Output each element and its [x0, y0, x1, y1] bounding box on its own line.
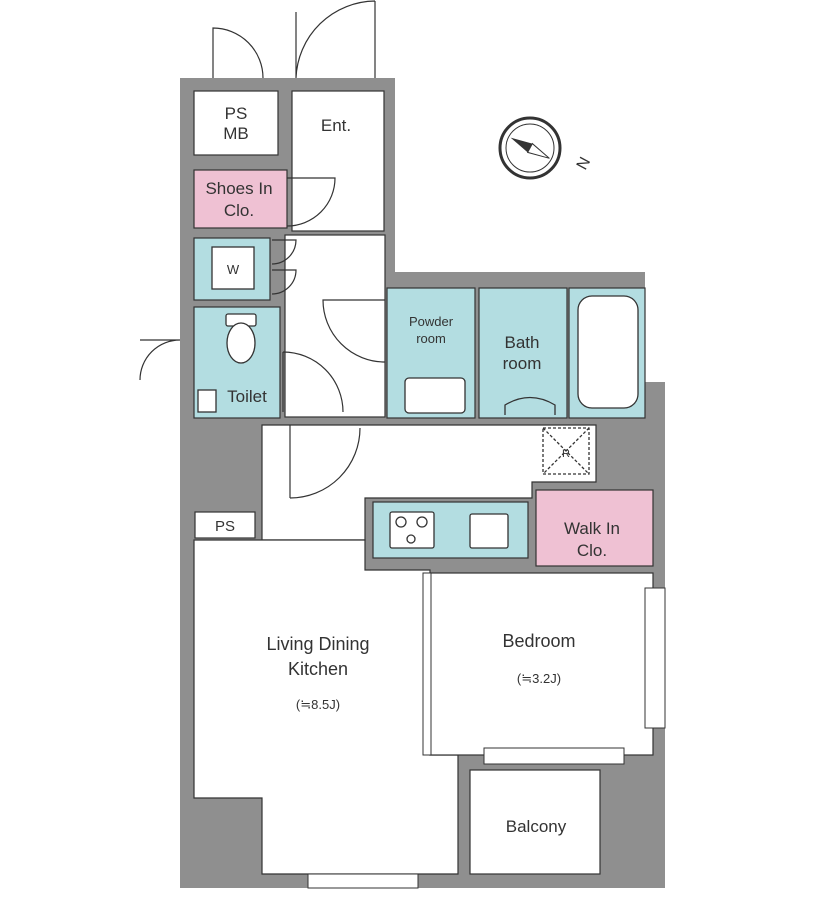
- toilet-door: [282, 351, 344, 413]
- doors: [139, 0, 386, 499]
- shoes-closet-door: [286, 177, 336, 227]
- ps-floor: [194, 511, 256, 539]
- bedroom-partition: [422, 572, 432, 756]
- burner-icon: [395, 516, 407, 528]
- room-labels: PS MB Ent. Shoes In Clo. W Powder room B…: [205, 104, 620, 836]
- stove-icon: [389, 511, 435, 549]
- ps-label: PS: [225, 104, 248, 123]
- powder-room-label: Powder: [409, 314, 454, 329]
- fixtures: [197, 246, 639, 549]
- mb-door-swing: [212, 27, 264, 79]
- mb-label: MB: [223, 124, 249, 143]
- ref-label: R: [562, 448, 570, 460]
- hand-sink-icon: [197, 389, 217, 413]
- bedroom-label: Bedroom: [502, 631, 575, 651]
- windows: [307, 572, 666, 889]
- fridge-cross: [542, 427, 590, 475]
- bedroom-floor: [429, 572, 654, 756]
- ldk-label: Kitchen: [288, 659, 348, 679]
- walk-in-closet-label: Walk In: [564, 519, 620, 538]
- ldk-label: Living Dining: [266, 634, 369, 654]
- entrance-label: Ent.: [321, 116, 351, 135]
- hall-upper-floor: [284, 234, 386, 418]
- vanity-sink-icon: [404, 377, 466, 414]
- hall-door: [322, 299, 386, 363]
- burner-icon: [416, 516, 428, 528]
- bedroom-window: [644, 587, 666, 729]
- front-door-swing: [295, 0, 376, 79]
- bedroom-size-label: (≒3.2J): [517, 671, 561, 686]
- ps-mb-floor: [193, 90, 279, 156]
- bath-stool-icon: [504, 396, 556, 415]
- washer-door: [271, 239, 297, 295]
- balcony-label: Balcony: [506, 817, 567, 836]
- toilet-bowl-icon: [226, 322, 256, 364]
- kitchen-sink-icon: [469, 513, 509, 549]
- balcony-floor: [469, 769, 601, 875]
- entrance-floor: [291, 90, 385, 232]
- bedroom-balcony-window: [483, 747, 625, 765]
- compass-icon: N: [498, 116, 594, 180]
- ldk-size-label: (≒8.5J): [296, 697, 340, 712]
- walk-in-closet-floor: [535, 489, 654, 567]
- shoes-closet-floor: [193, 169, 288, 229]
- bath-room-floor: [478, 287, 568, 419]
- powder-room-label: room: [416, 331, 446, 346]
- washer-icon: [211, 246, 255, 290]
- ldk-door: [289, 425, 361, 499]
- washer-label: W: [227, 262, 240, 277]
- bath-room-label: room: [503, 354, 542, 373]
- compass-needle-south: [526, 142, 550, 159]
- bathtub-icon: [577, 295, 639, 409]
- shoes-closet-label: Shoes In: [205, 179, 272, 198]
- toilet-label: Toilet: [227, 387, 267, 406]
- burner-icon: [406, 534, 416, 544]
- pipe-space-label: PS: [215, 518, 235, 535]
- compass-needle-north: [510, 137, 533, 153]
- ldk-window: [307, 873, 419, 889]
- exterior-side-door: [139, 339, 181, 381]
- compass-north-label: N: [574, 155, 594, 173]
- shoes-closet-label: Clo.: [224, 201, 254, 220]
- bath-room-label: Bath: [505, 333, 540, 352]
- walk-in-closet-label: Clo.: [577, 541, 607, 560]
- compass-inner-ring: [505, 123, 555, 173]
